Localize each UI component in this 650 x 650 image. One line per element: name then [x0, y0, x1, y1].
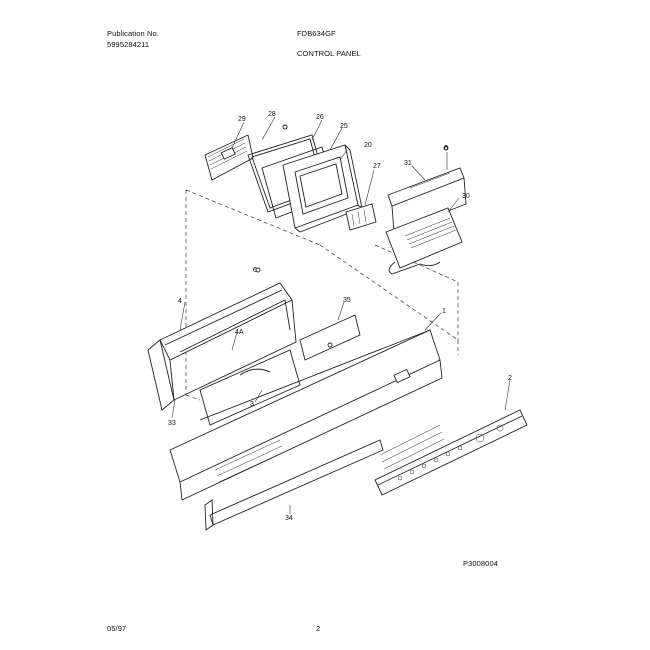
part-label-34: 34: [285, 515, 293, 522]
part-1-console: [169, 329, 443, 501]
part-label-26: 26: [316, 114, 324, 121]
model-number: FDB634GF: [297, 29, 336, 38]
part-label-20: 20: [364, 142, 372, 149]
part-label-29: 29: [238, 116, 246, 123]
part-label-3: 3: [250, 401, 254, 408]
part-20-display-frame: [282, 144, 363, 233]
part-label-27: 27: [373, 163, 381, 170]
alignment-dashed-outline: [185, 189, 459, 401]
part-label-6-top: 6: [444, 145, 448, 152]
part-label-35: 35: [343, 297, 351, 304]
part-label-25: 25: [340, 123, 348, 130]
part-29-keypad: [204, 134, 254, 181]
part-label-4a: 4A: [235, 329, 244, 336]
part-label-33: 33: [168, 420, 176, 427]
part-30-control-board: [385, 207, 463, 275]
section-title: CONTROL PANEL: [297, 49, 361, 58]
part-label-28: 28: [268, 111, 276, 118]
part-label-2: 2: [508, 375, 512, 382]
part-2-touchpad: [374, 409, 528, 496]
publication-number: 5995284211: [107, 40, 150, 49]
publication-label: Publication No.: [107, 29, 159, 38]
part-27-connector: [345, 203, 377, 231]
part-label-4: 4: [178, 298, 182, 305]
part-34-trim: [204, 439, 384, 531]
part-label-6-mid: 6: [253, 267, 257, 274]
part-label-31: 31: [404, 160, 412, 167]
screw-icon: [255, 267, 261, 273]
part-35-plate: [299, 314, 361, 361]
part-label-30: 30: [462, 193, 470, 200]
part-31-bracket: [387, 167, 467, 233]
page-number: 2: [316, 624, 321, 633]
part-3-inner-panel: [199, 349, 301, 426]
screw-icon: [282, 124, 288, 130]
screw-icon: [443, 145, 449, 151]
footer-date: 05/97: [107, 624, 127, 633]
part-4-support-bracket: [147, 282, 297, 411]
figure-code: P3008004: [463, 559, 499, 568]
part-label-1: 1: [442, 308, 446, 315]
